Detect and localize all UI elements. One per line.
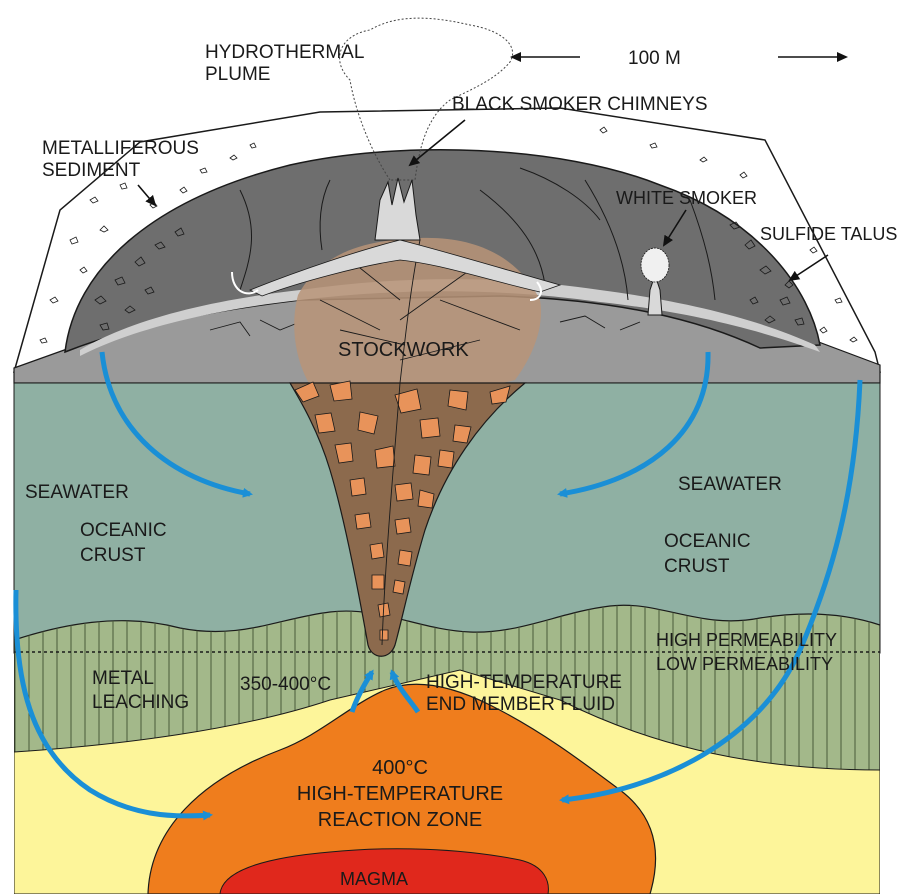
label-white-smoker: WHITE SMOKER [616,188,757,208]
label-hydrothermal-plume-line1: HYDROTHERMAL [205,42,364,63]
label-reaction-zone-line1: 400°C [372,757,428,779]
label-temp-range: 350-400°C [240,674,331,695]
label-stockwork: STOCKWORK [338,339,469,361]
label-reaction-zone-line3: REACTION ZONE [318,809,482,831]
label-hydrothermal-plume-line2: PLUME [205,64,270,85]
label-oceanic-crust-right-line1: OCEANIC [664,531,751,552]
label-metalliferous-line2: SEDIMENT [42,160,141,181]
label-seawater-right: SEAWATER [678,474,782,495]
label-magma: MAGMA [340,869,408,889]
label-oceanic-crust-left-line2: CRUST [80,545,146,566]
label-sulfide-talus: SULFIDE TALUS [760,224,897,244]
label-low-permeability: LOW PERMEABILITY [656,654,833,674]
label-metal-leaching-line2: LEACHING [92,692,189,713]
label-oceanic-crust-right-line2: CRUST [664,556,730,577]
label-seawater-left: SEAWATER [25,482,129,503]
label-end-member-line1: HIGH-TEMPERATURE [426,672,622,693]
label-black-smoker-chimneys: BLACK SMOKER CHIMNEYS [452,94,708,115]
label-high-permeability: HIGH PERMEABILITY [656,630,837,650]
label-metal-leaching-line1: METAL [92,668,154,689]
label-reaction-zone-line2: HIGH-TEMPERATURE [297,783,503,805]
label-oceanic-crust-left-line1: OCEANIC [80,520,167,541]
label-end-member-line2: END MEMBER FLUID [426,694,615,715]
label-metalliferous-line1: METALLIFEROUS [42,138,199,159]
label-scale: 100 M [628,48,681,69]
